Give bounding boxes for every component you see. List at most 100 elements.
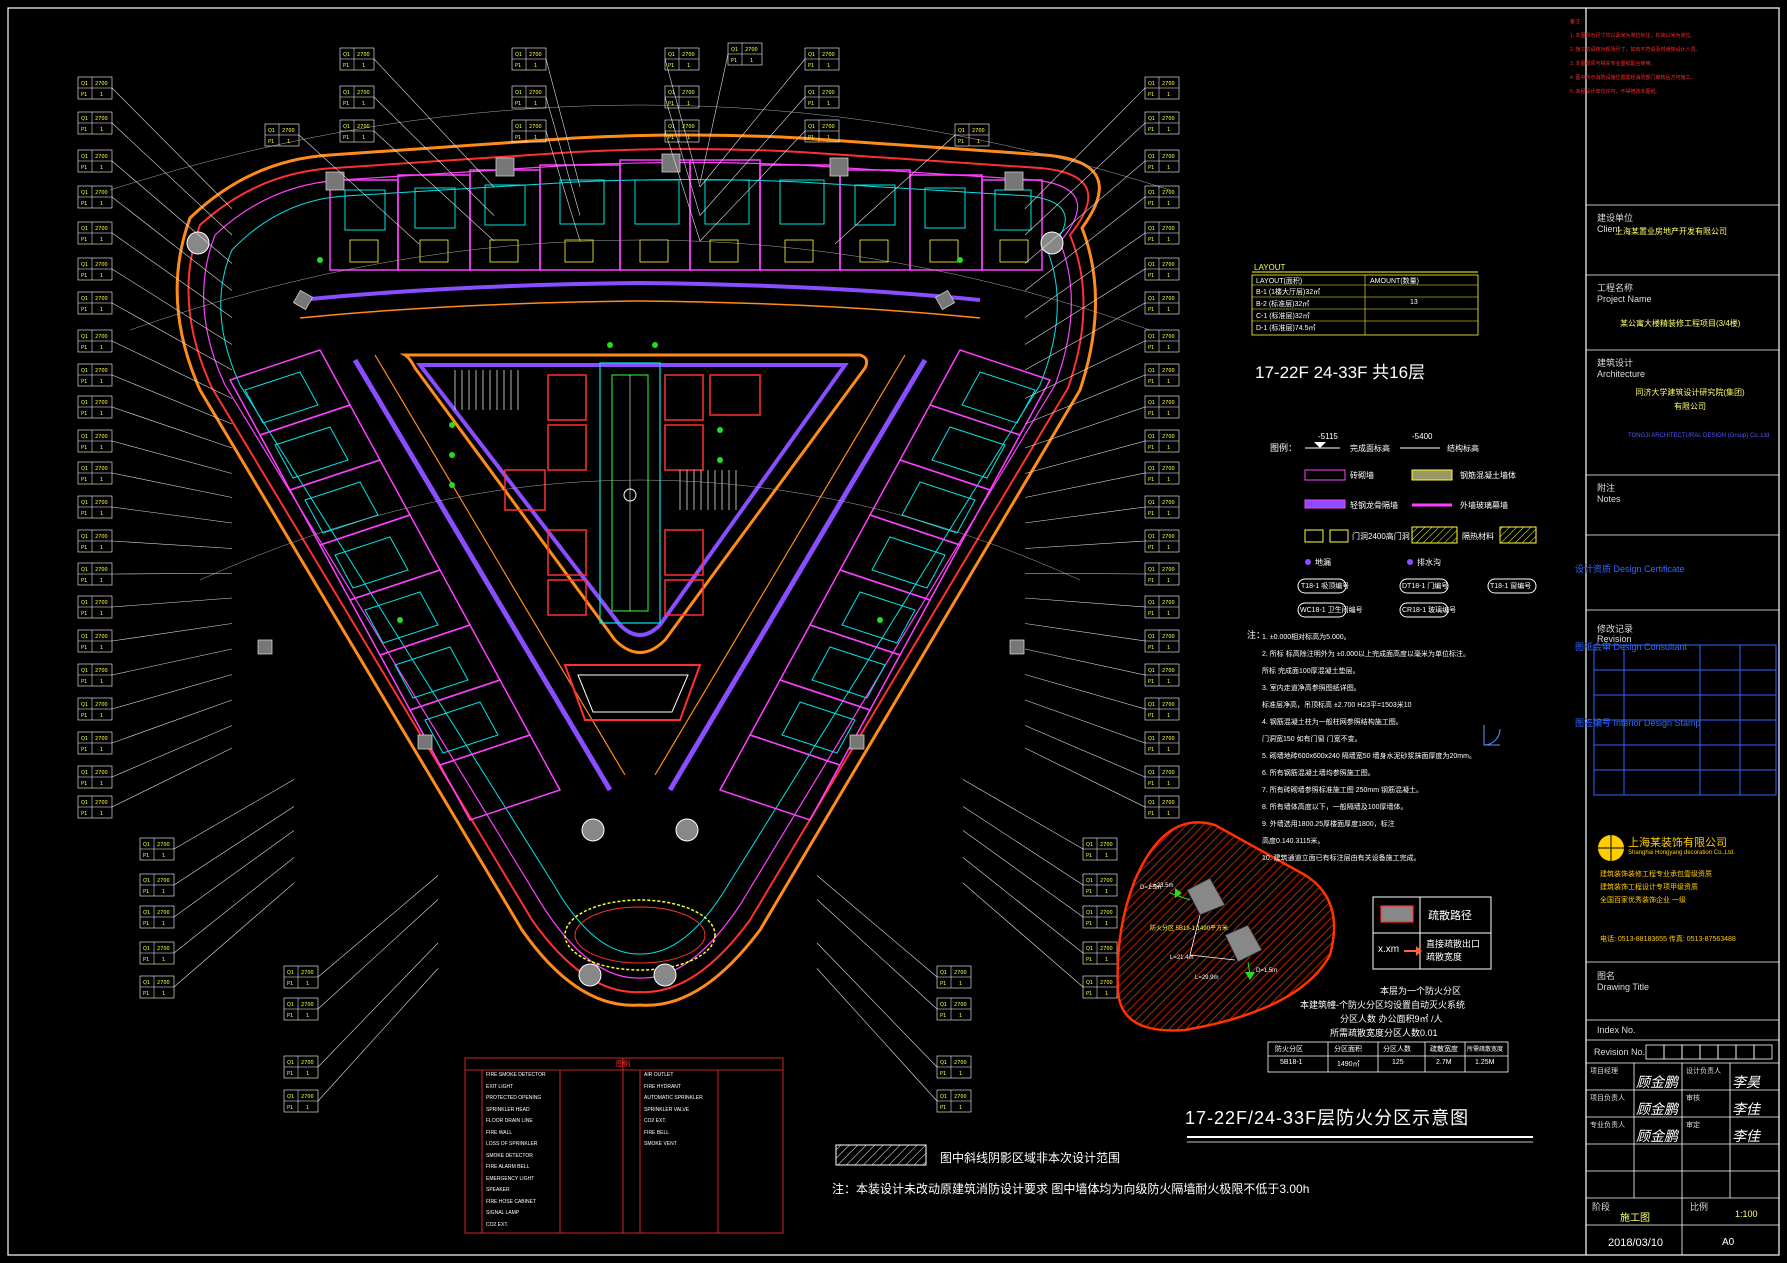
tag-p-label: P1 [1148, 307, 1154, 313]
tag-q-label: Q1 [287, 1094, 294, 1100]
tag-q-label: Q1 [1086, 842, 1093, 848]
tag-p-label: P1 [143, 889, 149, 895]
leader-line [111, 597, 233, 608]
tag-p-label: P1 [1086, 889, 1092, 895]
tag-p-label: P1 [668, 63, 674, 69]
revision-grid [1593, 644, 1777, 796]
arch-label: 建筑设计 [1597, 358, 1634, 368]
fire-map-l3: L=29.9m [1195, 975, 1219, 981]
tag-p-value: 1 [100, 645, 103, 651]
tag-p-label: P1 [81, 781, 87, 787]
tag-p-label: P1 [515, 63, 521, 69]
tag-p-value: 1 [534, 101, 537, 107]
tag-q-label: Q1 [808, 52, 815, 58]
tag-q-value: 2700 [301, 970, 314, 976]
leader-line [1024, 374, 1146, 425]
tag-p-value: 1 [100, 747, 103, 753]
project-en: Project Name [1597, 294, 1652, 304]
tag-p-value: 1 [100, 611, 103, 617]
tag-p-value: 1 [162, 853, 165, 859]
arch-en: Architecture [1597, 369, 1646, 379]
note-item: 6. 所有钢筋混凝土墙均参照施工图。 [1262, 770, 1375, 777]
tag-p-value: 1 [959, 1071, 962, 1077]
leader-line [962, 830, 1084, 918]
tag-q-label: Q1 [668, 52, 675, 58]
tag-q-label: Q1 [81, 534, 88, 540]
legend-d: 外墙玻璃幕墙 [1460, 501, 1508, 510]
layout-table [1251, 271, 1479, 336]
leader-line [1024, 196, 1146, 291]
tag-p-label: P1 [668, 101, 674, 107]
tag-p-value: 1 [687, 101, 690, 107]
note-item: 5. 砌墙地砖600x600x240 隔墙宽50 墙身水泥砂浆抹面厚度为20mm… [1262, 753, 1476, 760]
notes-en: Notes [1597, 494, 1621, 504]
tag-p-label: P1 [81, 611, 87, 617]
tag-p-label: P1 [81, 679, 87, 685]
tag-q-label: Q1 [81, 770, 88, 776]
tag-q-label: Q1 [81, 800, 88, 806]
leader-line [699, 130, 806, 242]
note-item: 标准层净高，吊顶标高 ±2.700 H23平=1503米10 [1262, 702, 1412, 709]
leader-line [111, 406, 233, 449]
note-item: 8. 所有墙体高度以下，一般隔墙及100厚墙体。 [1262, 804, 1408, 811]
tag-q-label: Q1 [731, 47, 738, 53]
tag-p-label: P1 [268, 139, 274, 145]
tag-q-value: 2700 [1162, 81, 1175, 87]
leader-line [111, 268, 233, 345]
tag-p-value: 1 [1167, 781, 1170, 787]
tag-p-value: 1 [306, 981, 309, 987]
role-label: 审定 [1686, 1122, 1700, 1129]
fire-zone-header: 防火分区 [1275, 1046, 1303, 1053]
layout-row-amount: 13 [1410, 299, 1418, 306]
fire-map-l2: L=21.4m [1170, 955, 1194, 961]
fire-map-label: 防火分区 5B18-1 1490平方米 [1150, 926, 1229, 932]
tag-p-label: P1 [81, 545, 87, 551]
tag-q-label: Q1 [143, 878, 150, 884]
leader-line [1024, 597, 1146, 608]
tag-p-label: P1 [81, 201, 87, 207]
evacuation-legend-box [1372, 896, 1492, 970]
tag-p-value: 1 [827, 63, 830, 69]
symbol-right-item: CO2 EXT. [644, 1118, 667, 1124]
tag-q-value: 2700 [954, 1060, 967, 1066]
tag-p-value: 1 [1167, 201, 1170, 207]
tag-p-label: P1 [515, 101, 521, 107]
leader-line [545, 96, 581, 216]
title-block-grid [1586, 204, 1779, 1255]
tag-p-label: P1 [940, 981, 946, 987]
tag-q-value: 2700 [1162, 567, 1175, 573]
facade-line4 [220, 179, 1066, 955]
tag-p-value: 1 [1167, 477, 1170, 483]
leader-line [699, 58, 806, 188]
leader-line [111, 440, 233, 474]
tag-q-label: Q1 [81, 634, 88, 640]
leader-line [1024, 472, 1146, 498]
date-value: 2018/03/10 [1608, 1237, 1664, 1249]
tag-q-value: 2700 [95, 154, 108, 160]
tag-q-value: 2700 [1162, 800, 1175, 806]
revision-en: Revision [1597, 634, 1632, 644]
tag-p-value: 1 [1167, 379, 1170, 385]
tag-q-value: 2700 [529, 124, 542, 130]
tag-p-label: P1 [1148, 127, 1154, 133]
tag-q-value: 2700 [1162, 600, 1175, 606]
fire-zone-cell: 2.7M [1436, 1059, 1452, 1066]
leader-line [1024, 232, 1146, 318]
tag-q-value: 2700 [1162, 154, 1175, 160]
tag-q-value: 2700 [529, 52, 542, 58]
tag-q-label: Q1 [143, 980, 150, 986]
